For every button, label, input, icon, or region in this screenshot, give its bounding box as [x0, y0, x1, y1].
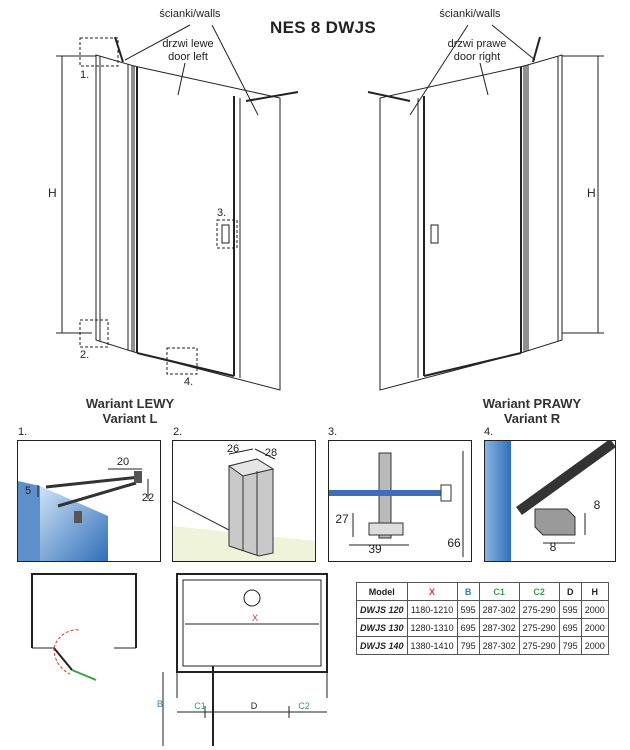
cell-c1: 287-302 [478, 618, 520, 637]
spec-table: Model X B C1 C2 D H DWJS 120 1180-1210 5… [356, 582, 609, 655]
door-left-label-en: door left [168, 51, 208, 63]
callout-4: 4. [184, 376, 194, 388]
header-model: Model [356, 582, 408, 601]
cell-model: DWJS 140 [356, 636, 408, 655]
detail-3-number: 3. [328, 426, 338, 438]
header-d: D [558, 582, 582, 601]
cell-d: 695 [558, 618, 582, 637]
detail-2-dim-a: 26 [226, 443, 240, 455]
table-row: DWJS 130 1280-1310 695 287-302 275-290 6… [356, 618, 609, 637]
cell-c2: 275-290 [518, 600, 560, 619]
cell-d: 795 [558, 636, 582, 655]
cell-x: 1180-1210 [406, 600, 458, 619]
door-right-label-pl: drzwi prawe [447, 38, 507, 50]
plan-label-d: D [250, 701, 258, 711]
height-label-left: H [48, 186, 57, 200]
detail-1-dim-b: 5 [24, 485, 32, 497]
cell-c1: 287-302 [478, 600, 520, 619]
cell-x: 1280-1310 [406, 618, 458, 637]
right-door-panel [379, 65, 525, 391]
detail-1-panel: 20 5 22 [17, 440, 161, 562]
detail-2-number: 2. [173, 426, 183, 438]
cell-model: DWJS 130 [356, 618, 408, 637]
header-h: H [580, 582, 609, 601]
detail-3-dim-a: 27 [335, 512, 349, 526]
table-row: DWJS 120 1180-1210 595 287-302 275-290 5… [356, 600, 609, 619]
detail-1-dim-a: 20 [116, 456, 130, 468]
plan-label-c2: C2 [298, 701, 310, 711]
detail-4-dim-b: 8 [549, 540, 557, 554]
callout-3: 3. [217, 207, 227, 219]
callout-1: 1. [80, 69, 90, 81]
spec-table-header-row: Model X B C1 C2 D H [356, 582, 609, 601]
detail-4-number: 4. [484, 426, 494, 438]
walls-right-label: ścianki/walls [439, 8, 501, 20]
detail-3-dim-c: 66 [447, 536, 461, 550]
enclosure-drawings [56, 24, 604, 391]
small-plan-view [31, 573, 137, 681]
table-row: DWJS 140 1380-1410 795 287-302 275-290 7… [356, 636, 609, 655]
callout-2: 2. [80, 349, 90, 361]
detail-4-panel: 8 8 [484, 440, 616, 562]
cell-b: 595 [456, 600, 480, 619]
detail-3-panel: 27 39 66 [328, 440, 472, 562]
header-c2: C2 [518, 582, 560, 601]
right-wall-panel [523, 54, 563, 353]
large-plan-view [162, 573, 328, 746]
header-c1: C1 [478, 582, 520, 601]
cell-d: 595 [558, 600, 582, 619]
cell-model: DWJS 120 [356, 600, 408, 619]
plan-label-x: X [251, 613, 258, 623]
detail-1-number: 1. [18, 426, 28, 438]
cell-h: 2000 [580, 636, 609, 655]
walls-left-label: ścianki/walls [159, 8, 221, 20]
variant-left-pl: Wariant LEWY [85, 396, 175, 411]
plan-label-c1: C1 [194, 701, 206, 711]
cell-c2: 275-290 [518, 636, 560, 655]
cell-h: 2000 [580, 600, 609, 619]
plan-label-b: B [156, 699, 163, 709]
detail-2-dim-b: 28 [264, 447, 278, 459]
height-label-right: H [587, 186, 596, 200]
cell-c1: 287-302 [478, 636, 520, 655]
diagram-title: NES 8 DWJS [270, 18, 376, 37]
header-b: B [456, 582, 480, 601]
header-x: X [406, 582, 458, 601]
variant-right-en: Variant R [503, 411, 561, 426]
door-left-label-pl: drzwi lewe [162, 38, 214, 50]
detail-1-dim-c: 22 [141, 492, 155, 504]
variant-right-pl: Wariant PRAWY [482, 396, 582, 411]
cell-x: 1380-1410 [406, 636, 458, 655]
detail-4-dim-a: 8 [593, 498, 601, 512]
left-door-panel [133, 65, 281, 391]
door-right-label-en: door right [453, 51, 501, 63]
variant-left-en: Variant L [102, 411, 158, 426]
cell-h: 2000 [580, 618, 609, 637]
detail-2-panel: 26 28 [172, 440, 316, 562]
cell-b: 695 [456, 618, 480, 637]
cell-b: 795 [456, 636, 480, 655]
cell-c2: 275-290 [518, 618, 560, 637]
detail-3-dim-b: 39 [368, 542, 382, 556]
